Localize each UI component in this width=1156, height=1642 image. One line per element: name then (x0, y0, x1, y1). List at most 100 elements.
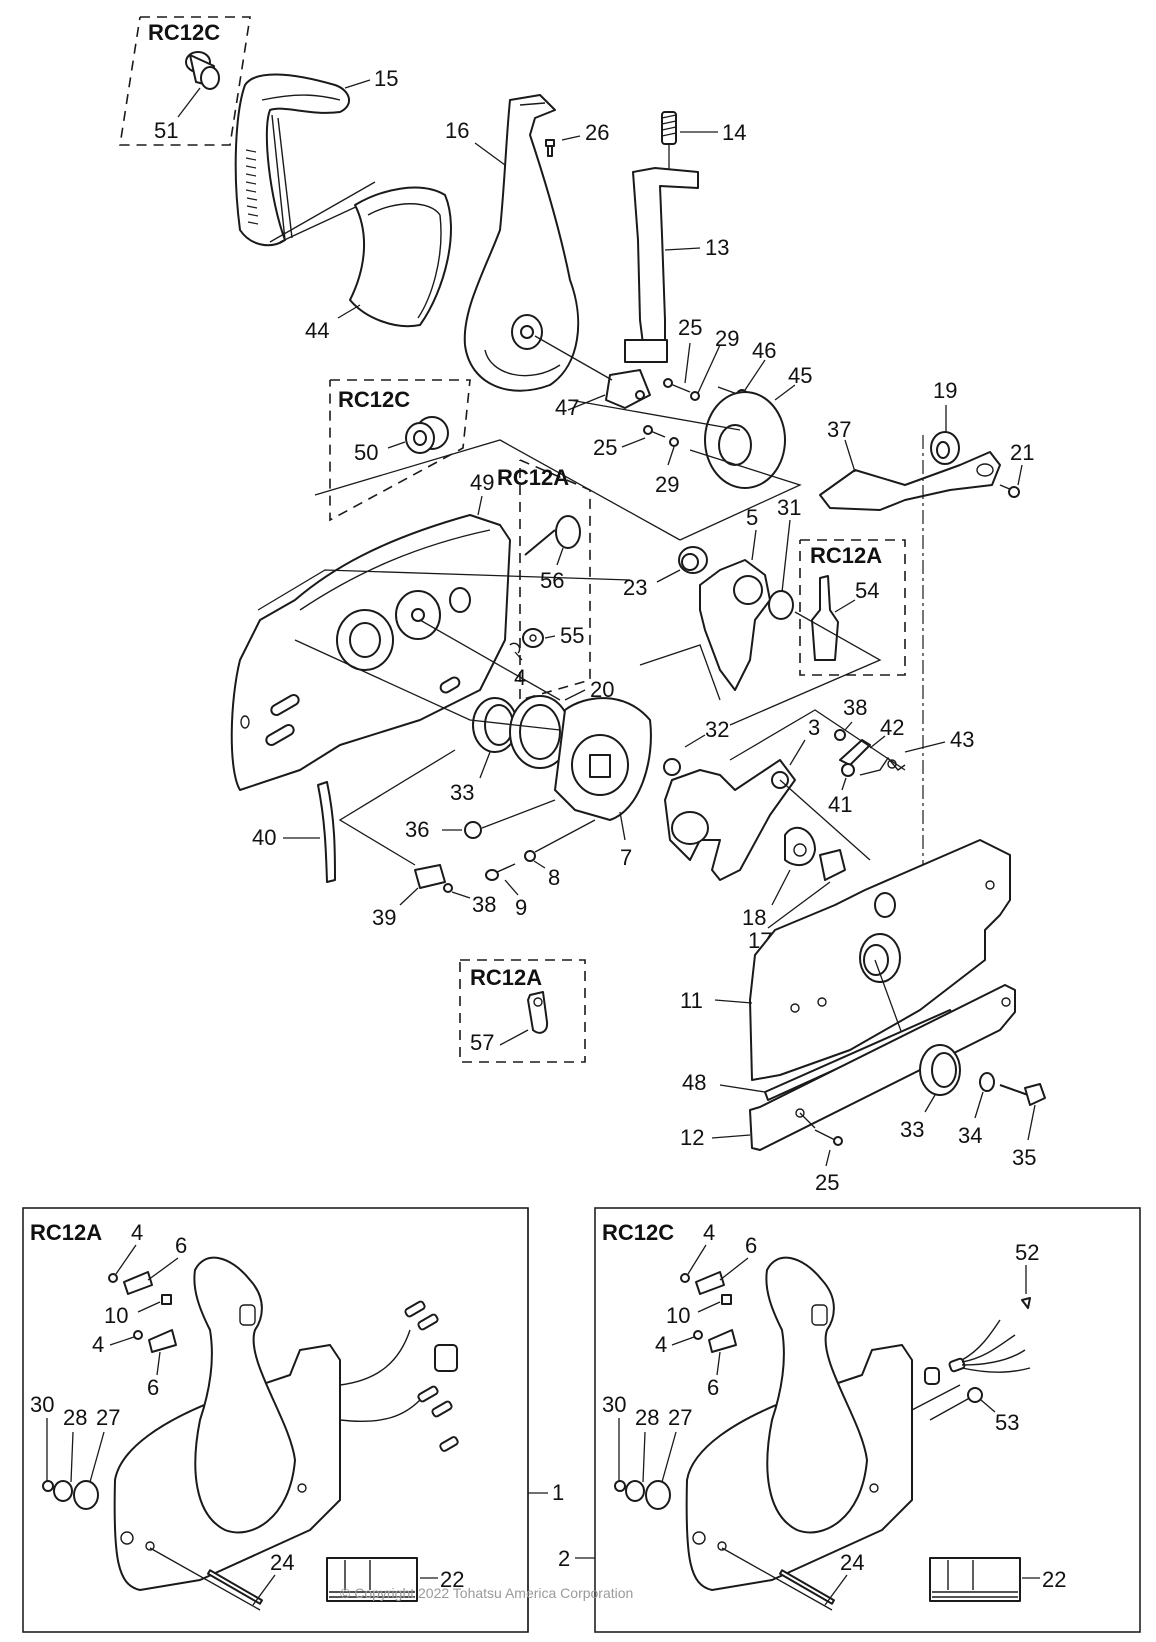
callout-4: 4 (703, 1220, 715, 1245)
callout-25-lower: 25 (593, 435, 617, 460)
part-16-control-lever (463, 94, 580, 392)
callout-14: 14 (722, 120, 746, 145)
callout-29-lower: 29 (655, 472, 679, 497)
part-5-shift-plate (699, 559, 771, 691)
callout-48: 48 (682, 1070, 706, 1095)
callout-39: 39 (372, 905, 396, 930)
variant-label: RC12C (148, 20, 220, 45)
callout-33-right: 33 (900, 1117, 924, 1142)
part-8-nut (524, 850, 536, 862)
callout-16: 16 (445, 118, 469, 143)
callout-6: 6 (745, 1233, 757, 1258)
part-43-spring (859, 756, 906, 776)
part-49-control-box-housing (230, 514, 511, 791)
variant-label: RC12A (810, 543, 882, 568)
callout-3: 3 (808, 715, 820, 740)
part-12-base-plate (749, 984, 1016, 1151)
part-15-handle-grip (234, 73, 350, 247)
part-44-lever-cover (349, 186, 452, 328)
callout-11: 11 (680, 988, 703, 1013)
variant-box-rc12c-top: RC12C 51 (119, 16, 251, 146)
callout-29-upper: 29 (715, 326, 739, 351)
part-29-washer-lower (669, 437, 679, 447)
part-14-spring (661, 111, 677, 175)
callout-52: 52 (1015, 1240, 1039, 1265)
part-29-washer-upper (690, 391, 700, 401)
callout-26: 26 (585, 120, 609, 145)
callout-33-left: 33 (450, 780, 474, 805)
part-26-screw (545, 139, 555, 157)
variant-box-rc12a-clamp: RC12A 57 (459, 959, 586, 1063)
part-33-ring-nut-right (919, 1044, 961, 1096)
callout-49: 49 (470, 470, 494, 495)
callout-44: 44 (305, 318, 329, 343)
callout-19: 19 (933, 378, 957, 403)
part-38-screw-upper (834, 729, 846, 741)
variant-label: RC12A (30, 1220, 102, 1245)
assembly-box-rc12c: RC12C 4 6 10 4 6 30 28 27 (594, 1207, 1141, 1633)
callout-55: 55 (560, 623, 584, 648)
copyright-text: © Copyright 2022 Tohatsu America Corpora… (340, 1585, 633, 1601)
callout-27: 27 (96, 1405, 120, 1430)
callout-42: 42 (880, 715, 904, 740)
part-55-washer (522, 628, 544, 648)
callout-36: 36 (405, 817, 429, 842)
callout-10: 10 (666, 1303, 690, 1328)
callout-57: 57 (470, 1030, 494, 1055)
callout-38-upper: 38 (843, 695, 867, 720)
callout-22: 22 (440, 1567, 464, 1592)
variant-box-rc12a-lever: RC12A 54 (799, 539, 906, 676)
callout-15: 15 (374, 66, 398, 91)
callout-12: 12 (680, 1125, 704, 1150)
part-37-throttle-only-lever (819, 451, 1001, 511)
callout-5: 5 (746, 505, 758, 530)
callout-54: 54 (855, 578, 879, 603)
part-20-gasket (509, 695, 571, 769)
callout-8: 8 (548, 865, 560, 890)
variant-label: RC12A (470, 965, 542, 990)
callout-47: 47 (555, 395, 579, 420)
callout-6: 6 (707, 1375, 719, 1400)
callout-4: 4 (131, 1220, 143, 1245)
callout-40: 40 (252, 825, 276, 850)
callout-56: 56 (540, 568, 564, 593)
callout-23: 23 (623, 575, 647, 600)
part-7-gear-housing (554, 697, 652, 821)
callout-9: 9 (515, 895, 527, 920)
part-21-screw (999, 484, 1020, 498)
part-33-ring-nut-left (472, 697, 518, 753)
callout-30: 30 (30, 1392, 54, 1417)
part-3-link-plate (664, 759, 796, 881)
callout-35: 35 (1012, 1145, 1036, 1170)
part-25-screw-upper (663, 378, 691, 393)
variant-box-rc12a-shaft: RC12A 56 55 4 (497, 459, 591, 702)
callout-27: 27 (668, 1405, 692, 1430)
part-9-bolt (485, 863, 516, 881)
callout-6: 6 (147, 1375, 159, 1400)
part-47-cam-block (605, 369, 651, 409)
callout-43: 43 (950, 727, 974, 752)
callout-38-lower: 38 (472, 892, 496, 917)
part-50-bushing (405, 416, 449, 454)
part-54-lever (811, 575, 839, 661)
control-box-assembly-c (685, 1256, 1031, 1591)
callout-25-base: 25 (815, 1170, 839, 1195)
variant-label: RC12C (338, 387, 410, 412)
callout-37: 37 (827, 417, 851, 442)
callout-13: 13 (705, 235, 729, 260)
callout-32: 32 (705, 717, 729, 742)
part-39-bracket (414, 864, 446, 889)
part-56-shaft (524, 515, 581, 556)
part-13-neutral-lock-arm (624, 167, 699, 363)
part-31-washer (768, 590, 794, 620)
part-23-oil-seal (678, 546, 708, 574)
part-40-strip (317, 781, 336, 883)
callout-21: 21 (1010, 440, 1034, 465)
control-box-assembly-a (113, 1256, 459, 1591)
part-4-e-ring (509, 642, 521, 654)
callout-22: 22 (1042, 1567, 1066, 1592)
part-35-hex-bolt (999, 1083, 1046, 1106)
callout-25-upper: 25 (678, 315, 702, 340)
callout-10: 10 (104, 1303, 128, 1328)
